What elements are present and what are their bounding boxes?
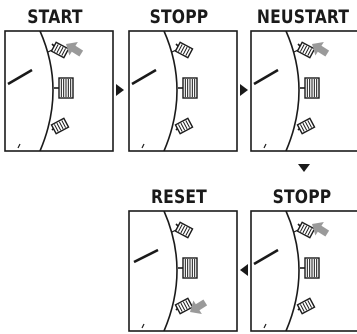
watch-side-diagram <box>128 210 238 332</box>
step-label-reset: RESET <box>151 186 207 208</box>
watch-panel-stop-2 <box>250 210 357 332</box>
top-pusher-button <box>174 221 194 239</box>
crown-button <box>58 77 74 99</box>
crown-button <box>304 257 320 279</box>
bottom-pusher-button <box>296 117 316 135</box>
watch-hand <box>133 248 159 264</box>
watch-panel-reset <box>128 210 238 332</box>
watch-hand <box>7 68 33 86</box>
bottom-pusher-button <box>50 117 70 135</box>
case-tick <box>263 323 267 329</box>
watch-case-arc <box>163 210 178 332</box>
press-arrow-top <box>312 221 330 237</box>
watch-side-diagram <box>4 30 114 152</box>
step-label-restart: NEUSTART <box>256 6 350 28</box>
watch-hand <box>131 68 157 86</box>
top-pusher-button <box>296 221 316 239</box>
watch-hand <box>253 248 279 266</box>
watch-panel-start <box>4 30 114 152</box>
case-tick <box>263 143 267 149</box>
watch-case-arc <box>163 30 178 152</box>
watch-hand <box>253 68 279 86</box>
top-pusher-button <box>50 41 70 59</box>
case-tick <box>141 323 145 329</box>
watch-side-diagram <box>128 30 238 152</box>
crown-button <box>182 77 198 99</box>
press-arrow-bottom <box>190 299 208 315</box>
watch-side-diagram <box>250 30 357 152</box>
flow-arrow-right-1 <box>116 84 124 96</box>
watch-panel-restart <box>250 30 357 152</box>
flow-arrow-down <box>298 164 310 172</box>
crown-button <box>304 77 320 99</box>
flow-arrow-left <box>240 264 248 276</box>
watch-side-diagram <box>250 210 357 332</box>
step-label-stop-1: STOPP <box>149 6 209 28</box>
step-label-stop-2: STOPP <box>272 186 332 208</box>
bottom-pusher-button <box>174 297 194 315</box>
watch-panel-stop-1 <box>128 30 238 152</box>
flow-arrow-right-2 <box>240 84 248 96</box>
case-tick <box>17 143 21 149</box>
watch-case-arc <box>39 30 54 152</box>
top-pusher-button <box>296 41 316 59</box>
bottom-pusher-button <box>296 297 316 315</box>
case-tick <box>141 143 145 149</box>
bottom-pusher-button <box>174 117 194 135</box>
press-arrow-top <box>66 41 84 57</box>
watch-case-arc <box>285 210 300 332</box>
watch-case-arc <box>285 30 300 152</box>
press-arrow-top <box>312 41 330 57</box>
step-label-start: START <box>27 6 83 28</box>
top-pusher-button <box>174 41 194 59</box>
crown-button <box>182 257 198 279</box>
